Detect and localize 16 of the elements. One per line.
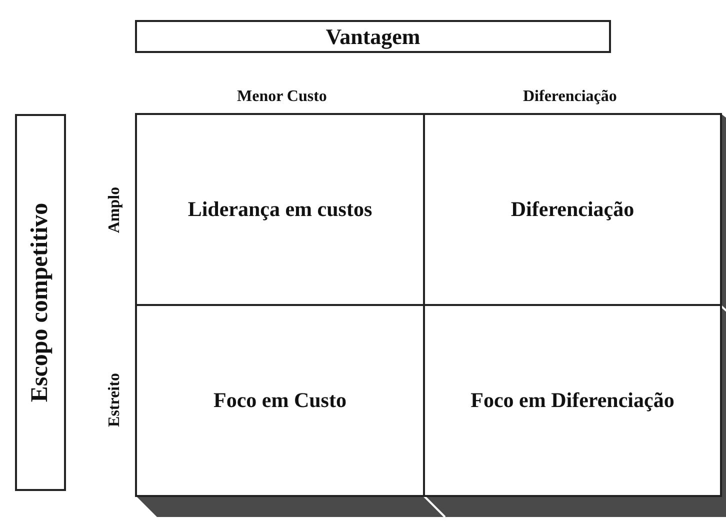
matrix-cell xyxy=(135,304,425,497)
cell-text: Foco em Custo xyxy=(214,388,346,413)
column-header: Menor Custo xyxy=(237,88,327,106)
title-text: Vantagem xyxy=(326,24,420,50)
matrix-cell xyxy=(423,113,722,306)
cell-text: Diferenciação xyxy=(510,197,634,222)
matrix-cell xyxy=(135,113,425,306)
row-header: Amplo xyxy=(106,186,124,234)
axis-title-box xyxy=(15,114,66,491)
cell-text: Foco em Diferenciação xyxy=(470,388,674,413)
column-header: Diferenciação xyxy=(523,88,617,106)
matrix-cell xyxy=(423,304,722,497)
axis-title: Escopo competitivo xyxy=(27,202,54,402)
row-header: Estreito xyxy=(106,373,124,427)
cell-text: Liderança em custos xyxy=(188,197,372,222)
title-box xyxy=(135,20,611,53)
